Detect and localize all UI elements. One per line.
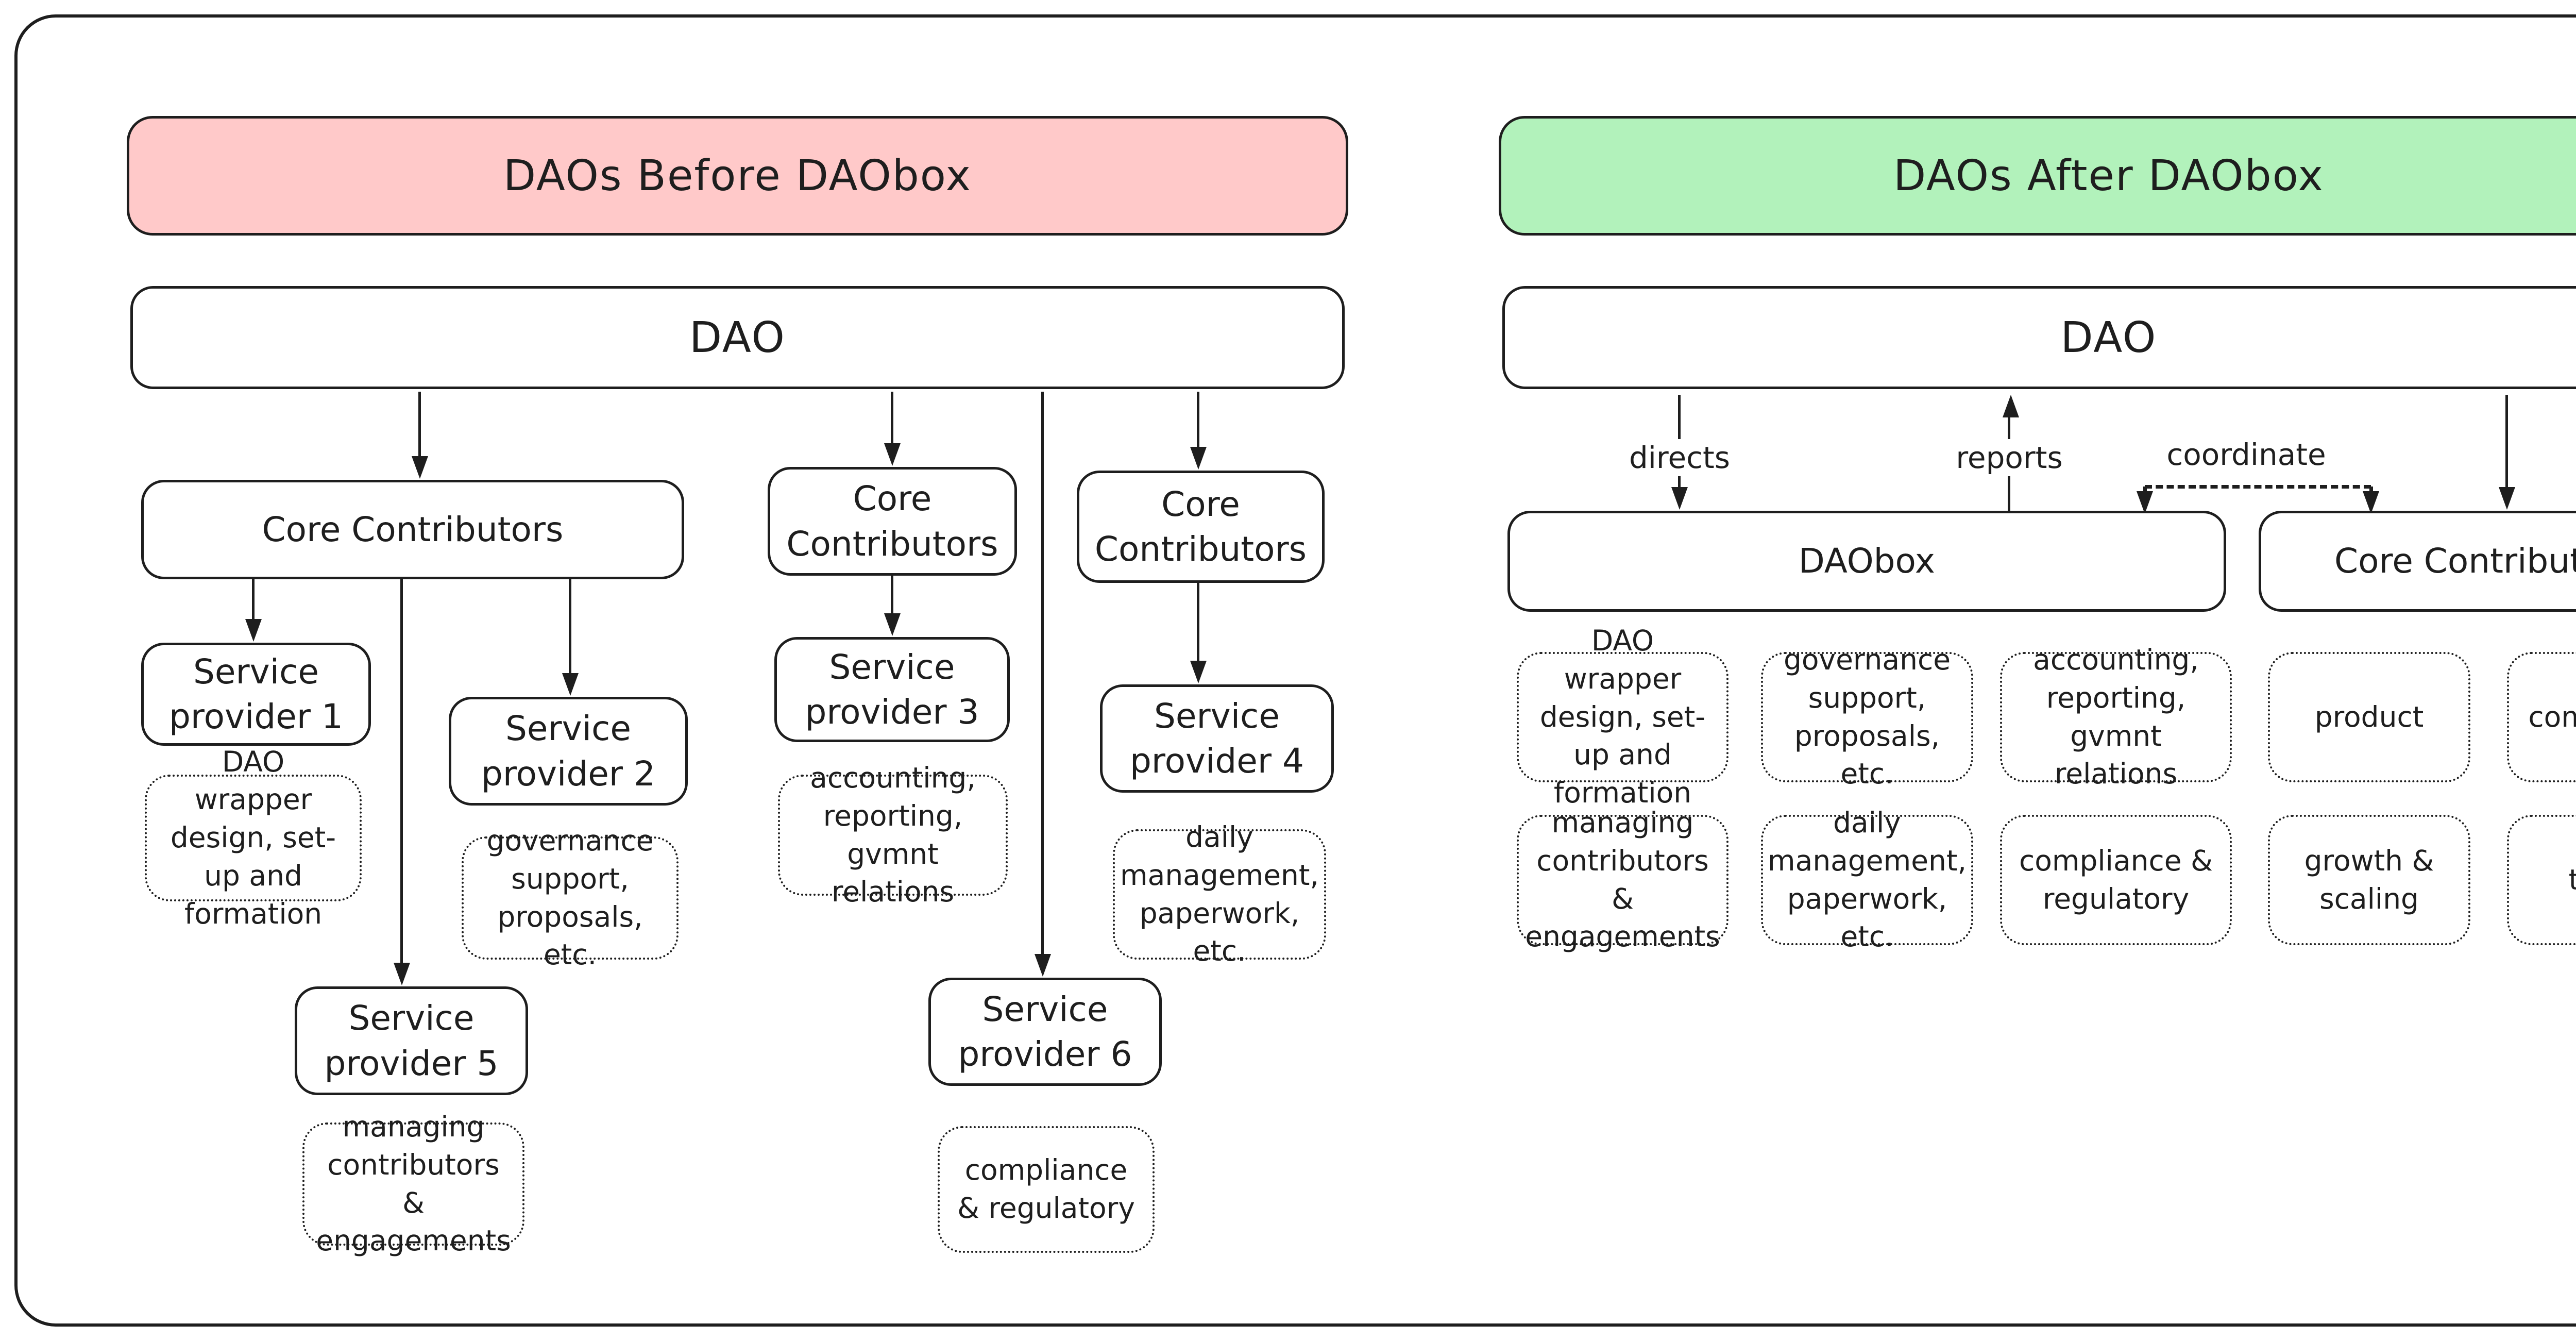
service-provider-3-box: Service provider 3: [774, 637, 1010, 742]
edge-label-text: directs: [1629, 440, 1731, 475]
arrowhead: [1035, 954, 1051, 977]
arrowhead: [1671, 487, 1688, 510]
arrow-dao-cc-right: [2505, 395, 2508, 487]
arrowhead: [412, 456, 428, 479]
before-core-contributors-1: Core Contributors: [141, 480, 684, 579]
after-note-r2c5: token: [2507, 815, 2576, 945]
note-text: compliance & regulatory: [2019, 844, 2213, 915]
service-provider-6-box: Service provider 6: [928, 978, 1162, 1086]
note-sp6: compliance & regulatory: [938, 1126, 1155, 1253]
after-note-r2c2: daily management, paperwork, etc.: [1761, 806, 1973, 953]
after-note-r1c3: accounting, reporting, gvmnt relations: [2000, 643, 2232, 790]
after-note-r1c5: community: [2507, 652, 2576, 782]
after-dao-box: DAO: [1502, 286, 2576, 389]
note-sp4: daily management, paperwork, etc.: [1113, 820, 1326, 967]
after-header-label: DAOs After DAObox: [1893, 151, 2324, 200]
after-note-r1c4: product: [2268, 652, 2470, 782]
note-text: compliance & regulatory: [957, 1153, 1135, 1225]
after-header: DAOs After DAObox: [1499, 116, 2576, 236]
arrow-cc2-sp3: [891, 576, 893, 613]
service-provider-label: Service provider 1: [169, 651, 343, 736]
note-text: product: [2314, 700, 2424, 733]
core-contributors-label: Core Contributors: [262, 509, 564, 549]
coordinate-bracket-left: [2143, 487, 2147, 495]
arrow-dao-cc2: [891, 392, 893, 443]
arrowhead: [1190, 447, 1207, 470]
note-sp1: DAO wrapper design, set-up and formation: [145, 745, 362, 930]
note-sp2: governance support, proposals, etc.: [462, 824, 679, 971]
after-note-r2c4: growth & scaling: [2268, 815, 2470, 945]
note-text: governance support, proposals, etc.: [1783, 643, 1951, 791]
coordinate-bracket: [2145, 485, 2371, 489]
service-provider-label: Service provider 3: [805, 647, 979, 732]
arrowhead: [562, 673, 579, 696]
arrowhead: [2499, 487, 2515, 510]
daobox-label: DAObox: [1799, 541, 1935, 581]
note-text: growth & scaling: [2304, 844, 2434, 915]
note-text: token: [2568, 863, 2576, 896]
after-dao-label: DAO: [2060, 313, 2157, 362]
note-text: DAO wrapper design, set-up and formation: [170, 745, 336, 930]
arrowhead: [884, 443, 901, 466]
before-dao-label: DAO: [689, 313, 786, 362]
service-provider-5-box: Service provider 5: [295, 986, 528, 1095]
note-text: managing contributors & engagements: [316, 1110, 511, 1258]
arrowhead: [1190, 661, 1207, 683]
service-provider-label: Service provider 2: [481, 709, 655, 794]
after-note-r2c3: compliance & regulatory: [2000, 815, 2232, 945]
service-provider-label: Service provider 5: [324, 998, 499, 1083]
note-text: daily management, paperwork, etc.: [1120, 820, 1319, 968]
service-provider-2-box: Service provider 2: [449, 697, 688, 806]
daobox-box: DAObox: [1507, 511, 2226, 612]
after-note-r1c1: DAO wrapper design, set-up and formation: [1517, 624, 1728, 809]
note-text: community: [2528, 700, 2576, 733]
arrow-cc1-sp1: [252, 579, 255, 619]
arrowhead: [2363, 491, 2379, 514]
service-provider-4-box: Service provider 4: [1100, 684, 1334, 793]
core-contributors-label: Core Contributors: [2334, 541, 2576, 581]
note-text: governance support, proposals, etc.: [486, 824, 654, 971]
arrowhead: [394, 963, 410, 985]
coordinate-bracket-right: [2369, 487, 2373, 495]
edge-label-directs: directs: [1618, 439, 1741, 476]
note-sp3: accounting, reporting, gvmnt relations: [778, 761, 1008, 908]
service-provider-label: Service provider 6: [958, 989, 1132, 1074]
before-core-contributors-3: Core Contributors: [1077, 471, 1325, 583]
after-note-r1c2: governance support, proposals, etc.: [1761, 643, 1973, 790]
after-note-r2c1: managing contributors & engagements: [1517, 806, 1728, 953]
arrow-dao-cc1: [418, 392, 421, 456]
service-provider-label: Service provider 4: [1130, 696, 1304, 781]
edge-label-coordinate: coordinate: [2156, 436, 2336, 473]
arrow-dao-sp6: [1041, 392, 1044, 954]
note-sp5: managing contributors & engagements: [302, 1110, 524, 1257]
before-header: DAOs Before DAObox: [127, 116, 1348, 236]
edge-label-text: coordinate: [2166, 437, 2326, 472]
arrowhead: [245, 619, 262, 642]
arrowhead: [2137, 491, 2153, 514]
arrowhead: [884, 613, 901, 636]
arrow-cc3-sp4: [1197, 583, 1199, 661]
before-header-label: DAOs Before DAObox: [503, 151, 972, 200]
arrow-dao-cc3: [1197, 392, 1199, 447]
edge-label-reports: reports: [1945, 439, 2073, 476]
before-dao-box: DAO: [130, 286, 1345, 389]
note-text: accounting, reporting, gvmnt relations: [2033, 643, 2199, 791]
after-core-contributors-box: Core Contributors: [2259, 511, 2576, 612]
edge-label-text: reports: [1956, 440, 2063, 475]
before-core-contributors-2: Core Contributors: [768, 467, 1017, 576]
arrow-cc1-sp2: [569, 579, 571, 673]
note-text: managing contributors & engagements: [1525, 806, 1720, 953]
note-text: accounting, reporting, gvmnt relations: [810, 761, 976, 909]
service-provider-1-box: Service provider 1: [141, 643, 371, 746]
arrowhead: [2003, 395, 2019, 417]
note-text: DAO wrapper design, set-up and formation: [1539, 624, 1706, 810]
arrow-cc1-sp5: [400, 579, 403, 963]
core-contributors-label: Core Contributors: [786, 479, 998, 564]
note-text: daily management, paperwork, etc.: [1768, 806, 1967, 953]
core-contributors-label: Core Contributors: [1094, 484, 1307, 569]
